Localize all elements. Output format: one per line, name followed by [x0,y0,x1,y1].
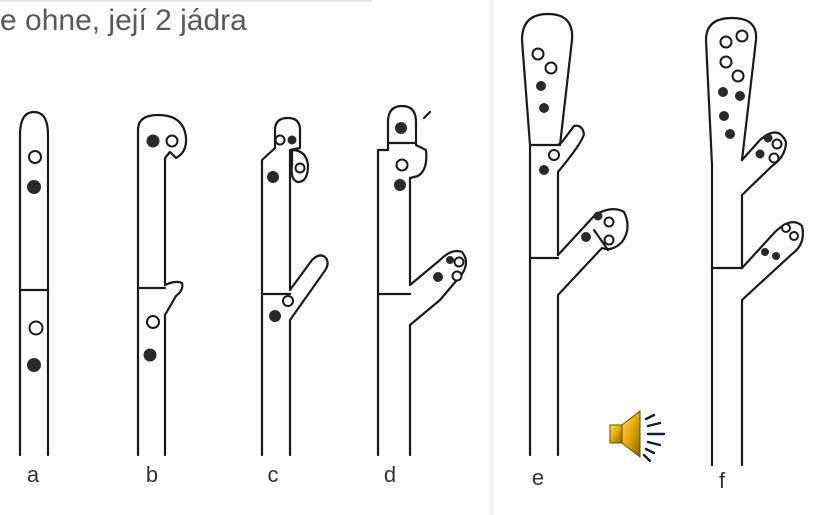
panel-c-hypha [262,118,328,455]
panel-label-d: d [384,462,396,488]
panel-label-b: b [146,462,158,488]
panel-f-hypha [706,18,803,465]
panel-label-f: f [719,468,725,494]
panel-b-hypha [138,115,186,455]
speaker-sound-icon[interactable] [608,405,672,469]
panel-label-e: e [532,465,544,491]
panel-a-hypha [20,112,48,455]
panel-d-hypha [378,106,466,455]
panel-e-hypha [522,14,628,455]
panel-label-a: a [27,462,39,488]
panel-label-c: c [268,462,279,488]
